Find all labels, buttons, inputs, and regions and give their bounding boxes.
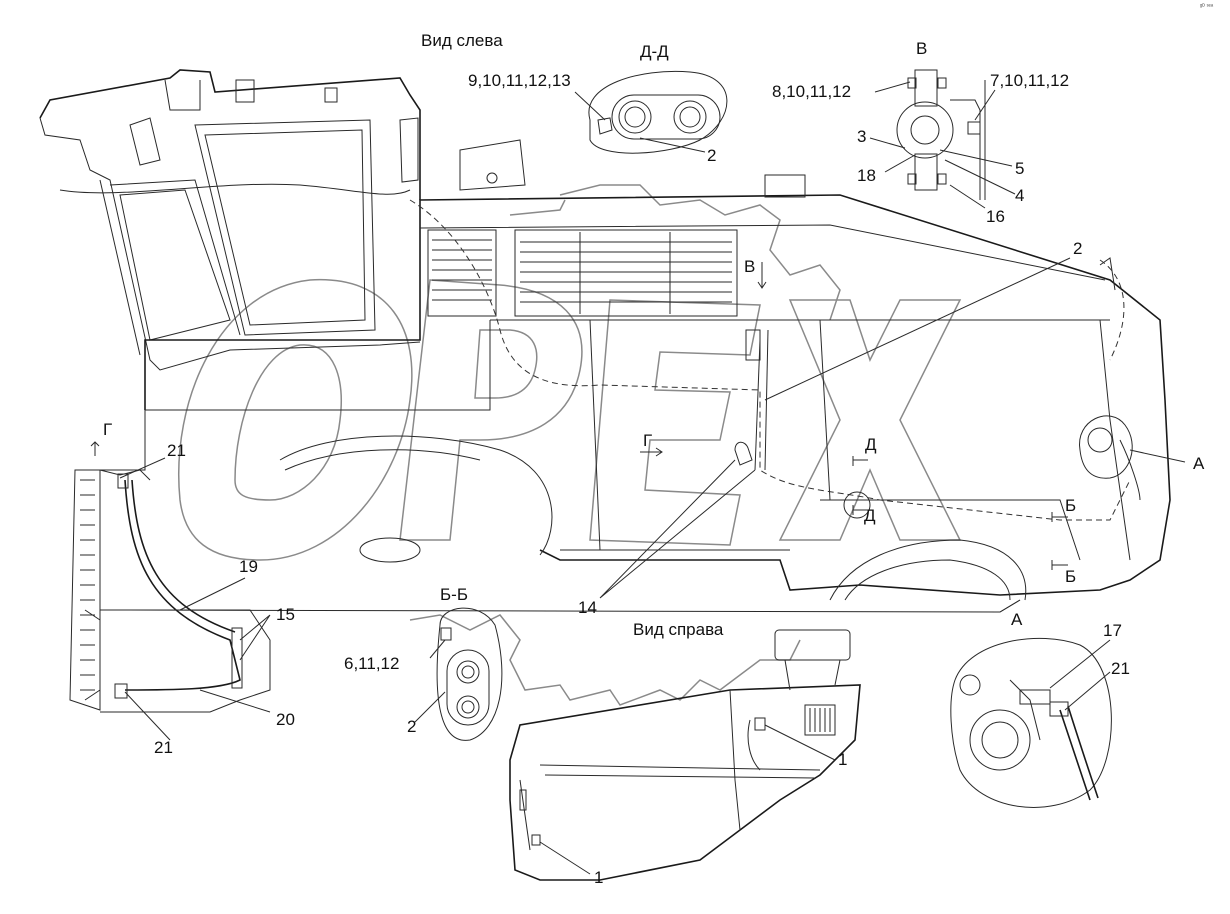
detail-a [950, 637, 1112, 808]
callout-g-19: 19 [239, 557, 258, 576]
callout-v-18: 18 [857, 166, 876, 185]
callout-g-20: 20 [276, 710, 295, 729]
section-arrows [90, 262, 1068, 570]
marker-d-top: Д [865, 435, 877, 454]
corner-mark: ᵍᴰ ˢᵉᵃ [1200, 4, 1214, 10]
marker-a-callout: А [1193, 454, 1205, 473]
watermark-gear [409, 184, 841, 706]
callout-main-2: 2 [1073, 239, 1083, 258]
view-a-title: А [1011, 610, 1023, 629]
callout-main-14: 14 [578, 598, 597, 617]
callout-v-16: 16 [986, 207, 1005, 226]
combine-body [144, 139, 1171, 596]
callout-g-21-bottom: 21 [154, 738, 173, 757]
marker-b-top: Б [1065, 496, 1077, 515]
marker-b-bottom: Б [1065, 567, 1077, 586]
view-g-structure [69, 410, 1021, 713]
wheels [279, 435, 1027, 601]
callout-right-1-top: 1 [838, 750, 848, 769]
detail-bb [436, 607, 503, 741]
callout-dd-2: 2 [707, 146, 717, 165]
callout-v-4: 4 [1015, 186, 1025, 205]
marker-d-bottom: Д [864, 506, 876, 525]
marker-v-arrow: В [744, 257, 756, 276]
section-bb-title: Б-Б [440, 585, 468, 604]
callout-a-21: 21 [1111, 659, 1130, 678]
callout-g-21-top: 21 [167, 441, 186, 460]
marker-g-arrow: Г [643, 431, 653, 450]
callout-d-area [843, 491, 871, 519]
detail-v [896, 69, 986, 200]
callout-right-1-bottom: 1 [594, 868, 604, 887]
callout-g-15: 15 [276, 605, 295, 624]
detail-dd [588, 70, 728, 154]
callout-v-5: 5 [1015, 159, 1025, 178]
leader-lines [119, 81, 1186, 875]
watermark-letters [178, 279, 962, 561]
left-view-title: Вид слева [421, 31, 503, 50]
view-v-title: В [916, 39, 928, 58]
callout-bb-parts: 6,11,12 [344, 654, 400, 673]
combine-cab [39, 69, 421, 371]
callout-a-area [1079, 415, 1141, 501]
view-g-title: Г [103, 420, 113, 439]
callout-v-left: 8,10,11,12 [772, 82, 852, 101]
callout-bb-2: 2 [407, 717, 417, 736]
callout-dd-parts: 9,10,11,12,13 [468, 71, 571, 90]
callout-v-right: 7,10,11,12 [990, 71, 1070, 90]
callout-v-3: 3 [857, 127, 867, 146]
hose-routing [409, 199, 1131, 521]
section-dd-title: Д-Д [640, 42, 669, 61]
right-view-part [509, 629, 861, 881]
right-view-title: Вид справа [633, 620, 724, 639]
callout-a-17: 17 [1103, 621, 1122, 640]
